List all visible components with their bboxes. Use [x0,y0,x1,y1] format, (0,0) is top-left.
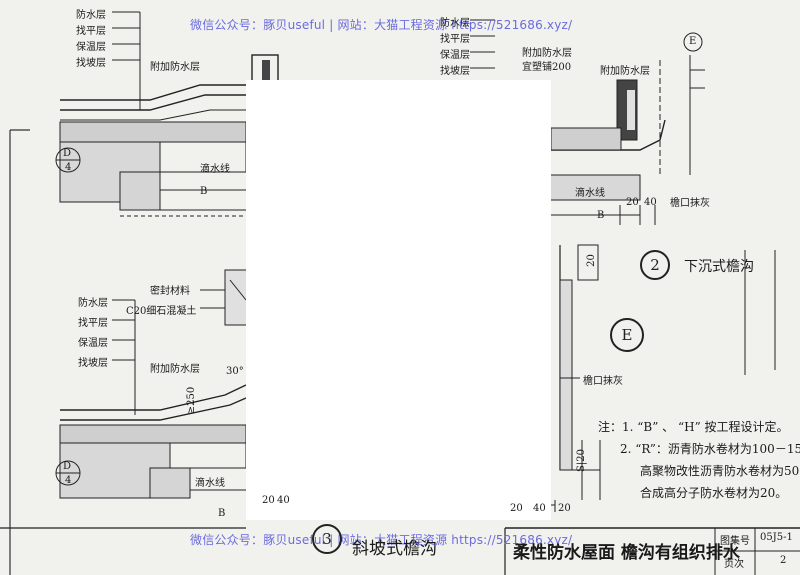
blank-region [246,80,551,520]
watermark-top: 微信公众号：豚贝useful | 网站：大猫工程资源 https://52168… [190,18,573,32]
detail-d-letter-2: D [63,461,72,472]
detail-d-number-2: 4 [65,475,72,486]
section-3-number: 3 [312,524,342,554]
layer-label-11: 保温层 [78,338,108,349]
dim-40-bottom: 40 [277,495,290,506]
layer-label-2: 找平层 [76,26,106,37]
drip-line-label-1: 滴水线 [200,164,230,175]
atlas-number-label: 图集号 [720,536,750,547]
preformed-plug-label: 宜塑铺200 [522,62,572,73]
eave-plaster-label-1: 檐口抹灰 [670,198,710,209]
layer-label-1: 防水层 [76,10,106,21]
dim-40-top: 40 [644,197,657,208]
extra-waterproof-label-3: 附加防水层 [600,66,650,77]
dim-s20: S|20 [575,449,587,472]
section-2-title: 下沉式檐沟 [684,259,754,275]
concrete-label: C20细石混凝土 [126,306,197,317]
sealant-label: 密封材料 [150,286,190,297]
dim-250-label: ≥250 [186,386,198,415]
dimension-b-2: B [597,210,605,221]
layer-label-5: 防水层 [440,18,470,29]
layer-label-9: 防水层 [78,298,108,309]
eave-plaster-label-2: 檐口抹灰 [583,376,623,387]
dim-20-bottom: 20 [262,495,275,506]
page-number-label: 页次 [724,559,744,570]
drawing-title: 柔性防水屋面 檐沟有组织排水 [513,543,740,563]
section-3-title: 斜坡式檐沟 [352,539,437,559]
section-2-number: 2 [640,250,670,280]
dim-20-top: 20 [626,197,639,208]
extra-waterproof-label-4: 附加防水层 [150,364,200,375]
detail-d-letter: D [63,148,72,159]
atlas-number-value: 05J5-1 [760,532,793,543]
note-line-2: 2. “R”：沥青防水卷材为100－150； [620,442,800,456]
layer-label-12: 找坡层 [78,358,108,369]
layer-label-10: 找平层 [78,318,108,329]
detail-e-small: E [689,36,697,47]
watermark-bottom: 微信公众号：豚贝useful | 网站：大猫工程资源 https://52168… [190,533,573,547]
dim-20-right: 20 [510,503,523,514]
angle-30-label: 30° [226,366,244,377]
drip-line-label-2: 滴水线 [575,188,605,199]
note-line-4: 合成高分子防水卷材为20。 [640,486,788,500]
extra-waterproof-label: 附加防水层 [150,62,200,73]
layer-label-4: 找坡层 [76,58,106,69]
dimension-b-1: B [200,186,208,197]
layer-label-3: 保温层 [76,42,106,53]
note-line-1: 注：1. “B” 、 “H” 按工程设计定。 [598,420,789,434]
extra-waterproof-label-2: 附加防水层 [522,48,572,59]
layer-label-7: 保温层 [440,50,470,61]
dimension-b-3: B [218,508,226,519]
note-line-3: 高聚物改性沥青防水卷材为50； [640,464,800,478]
dim-40-right: 40 [533,503,546,514]
drip-line-label-3: 滴水线 [195,478,225,489]
dim-20-vertical: 20 [585,254,597,267]
detail-d-number: 4 [65,162,72,173]
detail-e-large: E [610,318,644,352]
page-number-value: 2 [780,555,787,566]
layer-label-6: 找平层 [440,34,470,45]
layer-label-8: 找坡层 [440,66,470,77]
dim-20-right-2: 20 [558,503,571,514]
